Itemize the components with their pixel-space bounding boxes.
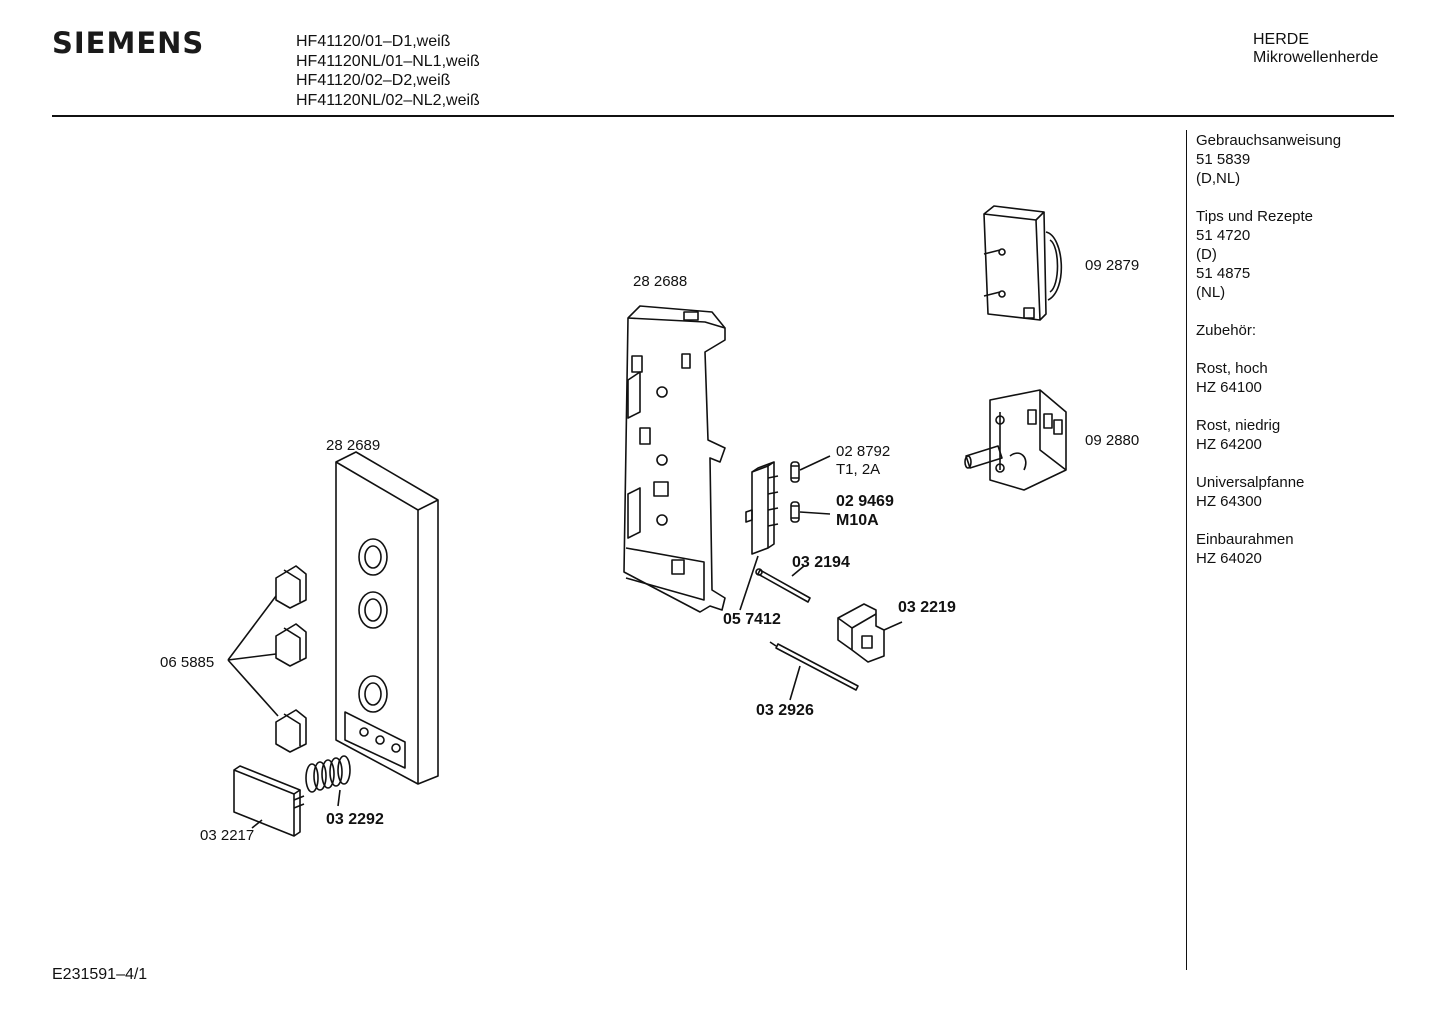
product-category: HERDE Mikrowellenherde	[1253, 31, 1378, 67]
rod-part	[769, 641, 859, 691]
part-label: M10A	[836, 512, 879, 529]
timer-part	[983, 205, 1063, 321]
cap-leader-line	[251, 819, 263, 829]
knob-leader-lines	[227, 595, 279, 717]
sidebar-line: (NL)	[1196, 284, 1226, 301]
switch-bar-part	[745, 461, 779, 555]
sidebar-group-frame: Einbaurahmen HZ 64020	[1196, 530, 1341, 568]
sidebar-line: Rost, hoch	[1196, 360, 1268, 377]
part-label: 03 2217	[200, 827, 254, 844]
model-item: HF41120NL/01–NL1,weiß	[296, 52, 480, 70]
part-labels: 28 2688 28 2689 09 2879 09 2880 02 8792 …	[160, 257, 1139, 844]
category-title: HERDE	[1253, 31, 1310, 48]
sidebar-line: Einbaurahmen	[1196, 531, 1294, 548]
model-list: HF41120/01–D1,weiß HF41120NL/01–NL1,weiß…	[296, 32, 480, 110]
sidebar-line: HZ 64300	[1196, 493, 1262, 510]
sidebar-group-rack-high: Rost, hoch HZ 64100	[1196, 359, 1341, 397]
sidebar-group-manual: Gebrauchsanweisung 51 5839 (D,NL)	[1196, 131, 1341, 188]
part-label: 03 2194	[792, 554, 850, 571]
part-label: 02 8792	[836, 443, 890, 460]
part-label: 09 2879	[1085, 257, 1139, 274]
sidebar-line: Tips und Rezepte	[1196, 208, 1314, 225]
switch-bar-leader-line	[739, 555, 759, 611]
sidebar-line: Zubehör:	[1196, 322, 1257, 339]
button-cap-part	[233, 765, 305, 837]
part-label: 03 2926	[756, 702, 814, 719]
sidebar-line: 51 5839	[1196, 151, 1251, 168]
sidebar-line: Gebrauchsanweisung	[1196, 132, 1342, 149]
fuse-part	[790, 461, 800, 523]
part-label: 05 7412	[723, 611, 781, 628]
header-divider	[52, 115, 1394, 117]
rod-leader-line	[789, 665, 801, 701]
fuse-leader-lines	[799, 455, 831, 515]
part-label: 03 2219	[898, 599, 956, 616]
sidebar-line: HZ 64100	[1196, 379, 1262, 396]
pin-leader-line	[791, 565, 805, 577]
sidebar-group-rack-low: Rost, niedrig HZ 64200	[1196, 416, 1341, 454]
part-label: 28 2688	[633, 273, 687, 290]
sidebar-group-accessories: Zubehör:	[1196, 321, 1341, 340]
model-item: HF41120/01–D1,weiß	[296, 33, 451, 50]
model-item: HF41120/02–D2,weiß	[296, 72, 451, 89]
control-bracket-part	[623, 305, 726, 613]
sidebar-line: 51 4720	[1196, 227, 1251, 244]
sidebar-divider	[1186, 130, 1187, 970]
part-label: 28 2689	[326, 437, 380, 454]
sidebar-line: HZ 64200	[1196, 436, 1262, 453]
lever-leader-line	[883, 621, 903, 631]
sidebar-line: (D)	[1196, 246, 1217, 263]
spring-part	[305, 755, 351, 793]
part-label: 03 2292	[326, 811, 384, 828]
spring-leader-line	[337, 789, 341, 807]
part-label: 09 2880	[1085, 432, 1139, 449]
category-subtitle: Mikrowellenherde	[1253, 49, 1379, 66]
sidebar-line: HZ 64020	[1196, 550, 1262, 567]
part-label: 02 9469	[836, 493, 894, 510]
selector-switch-part	[964, 389, 1067, 491]
sidebar-group-pan: Universalpfanne HZ 64300	[1196, 473, 1341, 511]
lever-part	[837, 603, 885, 663]
front-panel-part	[335, 451, 439, 785]
sidebar-line: Universalpfanne	[1196, 474, 1305, 491]
sidebar-line: (D,NL)	[1196, 170, 1241, 187]
sidebar-line: Rost, niedrig	[1196, 417, 1281, 434]
model-item: HF41120NL/02–NL2,weiß	[296, 91, 480, 109]
control-knob-part	[275, 565, 307, 753]
pin-part	[755, 568, 811, 603]
sidebar-group-recipes: Tips und Rezepte 51 4720 (D) 51 4875 (NL…	[1196, 207, 1341, 302]
part-label: 06 5885	[160, 654, 214, 671]
sidebar-line: 51 4875	[1196, 265, 1251, 282]
sidebar-info: Gebrauchsanweisung 51 5839 (D,NL) Tips u…	[1196, 131, 1341, 587]
drawing-id: E231591–4/1	[52, 966, 148, 983]
part-label: T1, 2A	[836, 461, 880, 478]
brand-logo: SIEMENS	[52, 26, 205, 60]
